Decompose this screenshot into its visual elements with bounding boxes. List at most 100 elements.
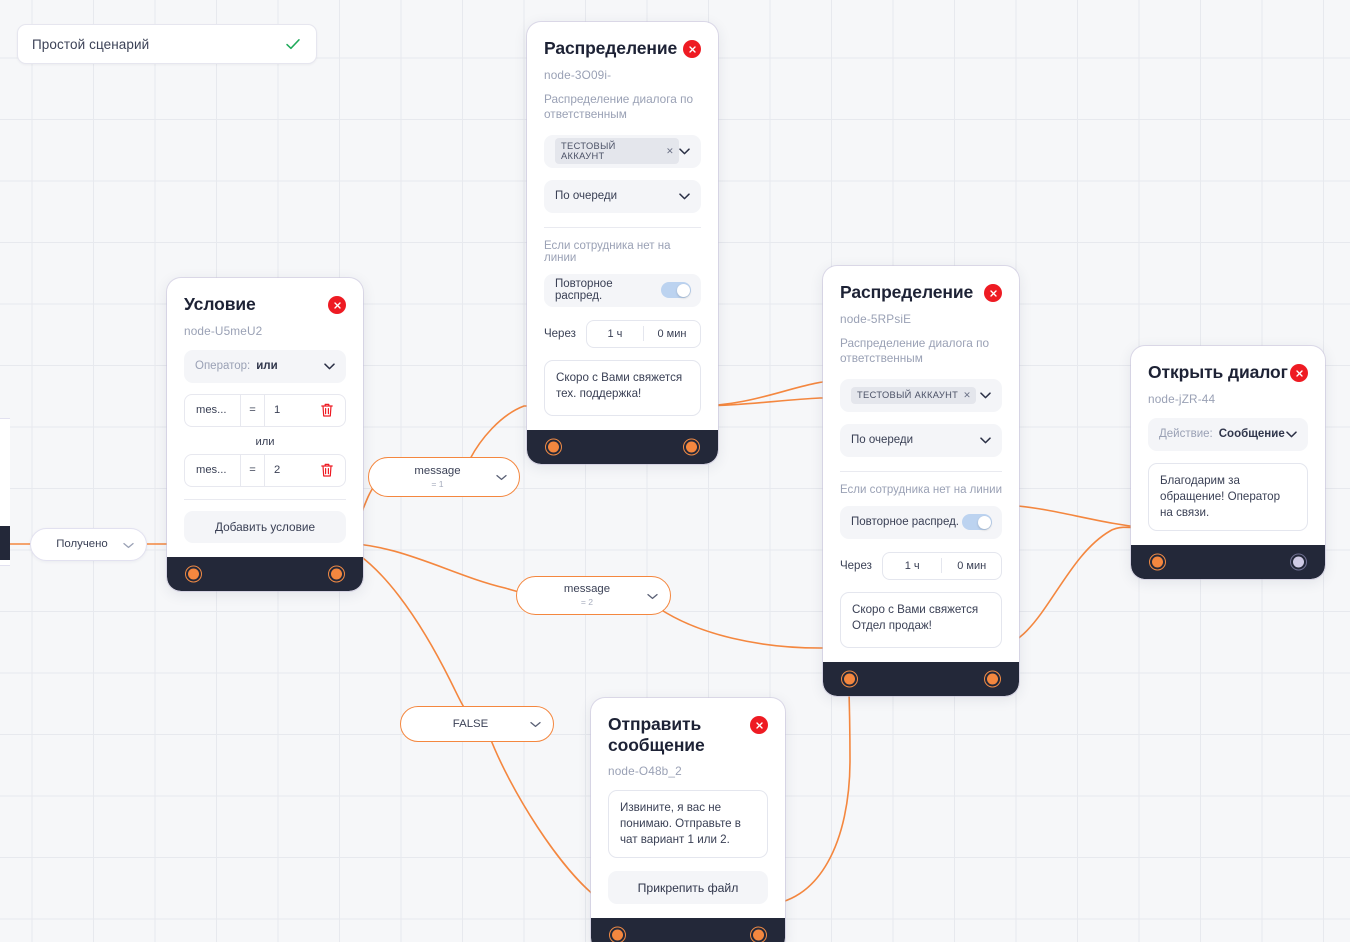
- input-port[interactable]: [841, 670, 858, 688]
- trash-icon[interactable]: [320, 402, 334, 418]
- input-port[interactable]: [545, 438, 562, 456]
- message-textarea[interactable]: Благодарим за обращение! Оператор на свя…: [1148, 462, 1308, 531]
- condition-key[interactable]: mes...: [196, 464, 227, 477]
- action-label: Действие:: [1159, 428, 1213, 441]
- pill-label: Получено: [56, 538, 108, 551]
- delay-minutes-input[interactable]: 0 мин: [657, 327, 687, 340]
- node-id: node-U5meU2: [184, 323, 263, 338]
- input-port[interactable]: [1149, 553, 1166, 571]
- message-textarea[interactable]: Скоро с Вами свяжется Отдел продаж!: [840, 591, 1002, 648]
- node-title: Распределение: [544, 38, 678, 58]
- node-body: Распределение node-3O09i- Распределение …: [527, 22, 718, 430]
- node-raspredelenie-2[interactable]: Распределение node-5RPsiE Распределение …: [823, 266, 1019, 696]
- delay-hours-input[interactable]: 1 ч: [607, 327, 623, 340]
- account-chip[interactable]: ТЕСТОВЫЙ АККАУНТ ✕: [851, 386, 977, 404]
- action-select[interactable]: Действие: Сообщение: [1148, 417, 1308, 451]
- chevron-down-icon: [643, 587, 658, 605]
- output-port[interactable]: [1290, 553, 1307, 571]
- node-title: Отправить сообщение: [608, 714, 705, 755]
- redistribute-toggle-row[interactable]: Повторное распред.: [840, 505, 1002, 539]
- pill-label: message: [563, 583, 611, 596]
- node-footer: [527, 429, 718, 464]
- delay-minutes-input[interactable]: 0 мин: [957, 559, 987, 572]
- trash-icon[interactable]: [320, 462, 334, 478]
- node-otkryt-dialog[interactable]: Открыть диалог node-jZR-44 Действие: Соо…: [1131, 346, 1325, 579]
- pill-sublabel: = 2: [580, 597, 594, 608]
- node-description: Распределение диалога по ответственным: [544, 91, 694, 122]
- attach-file-button[interactable]: Прикрепить файл: [608, 871, 768, 905]
- node-uslovie[interactable]: Условие node-U5meU2 Оператор: или mes...…: [167, 278, 363, 591]
- delay-row: Через 1 ч 0 мин: [840, 551, 1002, 580]
- add-condition-button[interactable]: Добавить условие: [184, 510, 346, 543]
- divider: [184, 498, 346, 500]
- pill-message-1[interactable]: message = 1: [368, 457, 520, 497]
- delay-hours-input[interactable]: 1 ч: [904, 559, 920, 572]
- chevron-down-icon: [980, 431, 991, 449]
- node-footer: [1131, 544, 1325, 579]
- chip-remove-icon[interactable]: ✕: [666, 145, 674, 156]
- redistribute-toggle-row[interactable]: Повторное распред.: [544, 273, 701, 307]
- account-select[interactable]: ТЕСТОВЫЙ АККАУНТ ✕: [840, 378, 1002, 412]
- account-chip[interactable]: ТЕСТОВЫЙ АККАУНТ ✕: [555, 138, 679, 165]
- message-textarea[interactable]: Скоро с Вами свяжется тех. поддержка!: [544, 359, 701, 416]
- node-body: Распределение node-5RPsiE Распределение …: [823, 266, 1019, 662]
- pill-poluchenо[interactable]: Получено: [30, 528, 147, 561]
- distribution-mode-select[interactable]: По очереди: [544, 179, 701, 213]
- delay-inputs[interactable]: 1 ч 0 мин: [881, 551, 1002, 580]
- chevron-down-icon: [1286, 425, 1297, 443]
- pill-message-2[interactable]: message = 2: [516, 576, 671, 615]
- redistribute-toggle[interactable]: [661, 282, 691, 299]
- pill-false[interactable]: FALSE: [400, 706, 554, 742]
- check-icon: [284, 35, 302, 53]
- scenario-title: Простой сценарий: [32, 36, 150, 52]
- close-icon[interactable]: [984, 284, 1002, 302]
- input-port[interactable]: [609, 926, 626, 942]
- offline-hint: Если сотрудника нет на линии: [840, 483, 1003, 496]
- node-footer: [167, 556, 363, 591]
- condition-operator[interactable]: =: [249, 404, 256, 417]
- scenario-name-field[interactable]: Простой сценарий: [17, 24, 317, 64]
- condition-key[interactable]: mes...: [196, 404, 227, 417]
- output-port[interactable]: [750, 926, 767, 942]
- distribution-mode-select[interactable]: По очереди: [840, 423, 1002, 457]
- output-port[interactable]: [683, 438, 700, 456]
- node-footer: [591, 918, 785, 942]
- condition-operator[interactable]: =: [249, 464, 256, 477]
- input-port[interactable]: [185, 565, 202, 583]
- condition-row[interactable]: mes... = 1: [184, 393, 346, 427]
- node-header: Открыть диалог: [1148, 362, 1308, 383]
- condition-value[interactable]: 2: [274, 464, 281, 477]
- edge-uslovie-to-msg2: [337, 542, 525, 594]
- distribution-mode-value: По очереди: [851, 434, 914, 447]
- node-description: Распределение диалога по ответственным: [840, 335, 990, 366]
- close-icon[interactable]: [1290, 364, 1308, 382]
- account-chip-label: ТЕСТОВЫЙ АККАУНТ: [561, 141, 616, 162]
- offscreen-node-stub-footer: [0, 526, 10, 560]
- condition-value[interactable]: 1: [274, 404, 281, 417]
- operator-select[interactable]: Оператор: или: [184, 349, 346, 383]
- node-body: Условие node-U5meU2 Оператор: или mes...…: [167, 278, 363, 557]
- redistribute-toggle[interactable]: [962, 514, 992, 531]
- pill-label: FALSE: [452, 717, 489, 730]
- node-otpravit-soobshchenie[interactable]: Отправить сообщение node-O48b_2 Извините…: [591, 698, 785, 942]
- redistribute-label: Повторное распред.: [555, 278, 613, 303]
- condition-join-label: или: [255, 435, 275, 448]
- close-icon[interactable]: [683, 40, 701, 58]
- node-title: Открыть диалог: [1148, 362, 1288, 382]
- divider: [840, 470, 1002, 472]
- condition-row[interactable]: mes... = 2: [184, 453, 346, 487]
- delay-inputs[interactable]: 1 ч 0 мин: [585, 319, 701, 348]
- node-title: Распределение: [840, 282, 974, 302]
- output-port[interactable]: [328, 565, 345, 583]
- node-id: node-5RPsiE: [840, 311, 912, 326]
- offline-hint: Если сотрудника нет на линии: [544, 239, 671, 264]
- chip-remove-icon[interactable]: ✕: [963, 389, 972, 400]
- message-textarea[interactable]: Извините, я вас не понимаю. Отправьте в …: [608, 790, 768, 859]
- account-select[interactable]: ТЕСТОВЫЙ АККАУНТ ✕: [544, 134, 701, 168]
- node-header: Отправить сообщение: [608, 714, 768, 755]
- output-port[interactable]: [984, 670, 1001, 688]
- node-raspredelenie-1[interactable]: Распределение node-3O09i- Распределение …: [527, 22, 718, 464]
- close-icon[interactable]: [328, 296, 346, 314]
- close-icon[interactable]: [750, 716, 768, 734]
